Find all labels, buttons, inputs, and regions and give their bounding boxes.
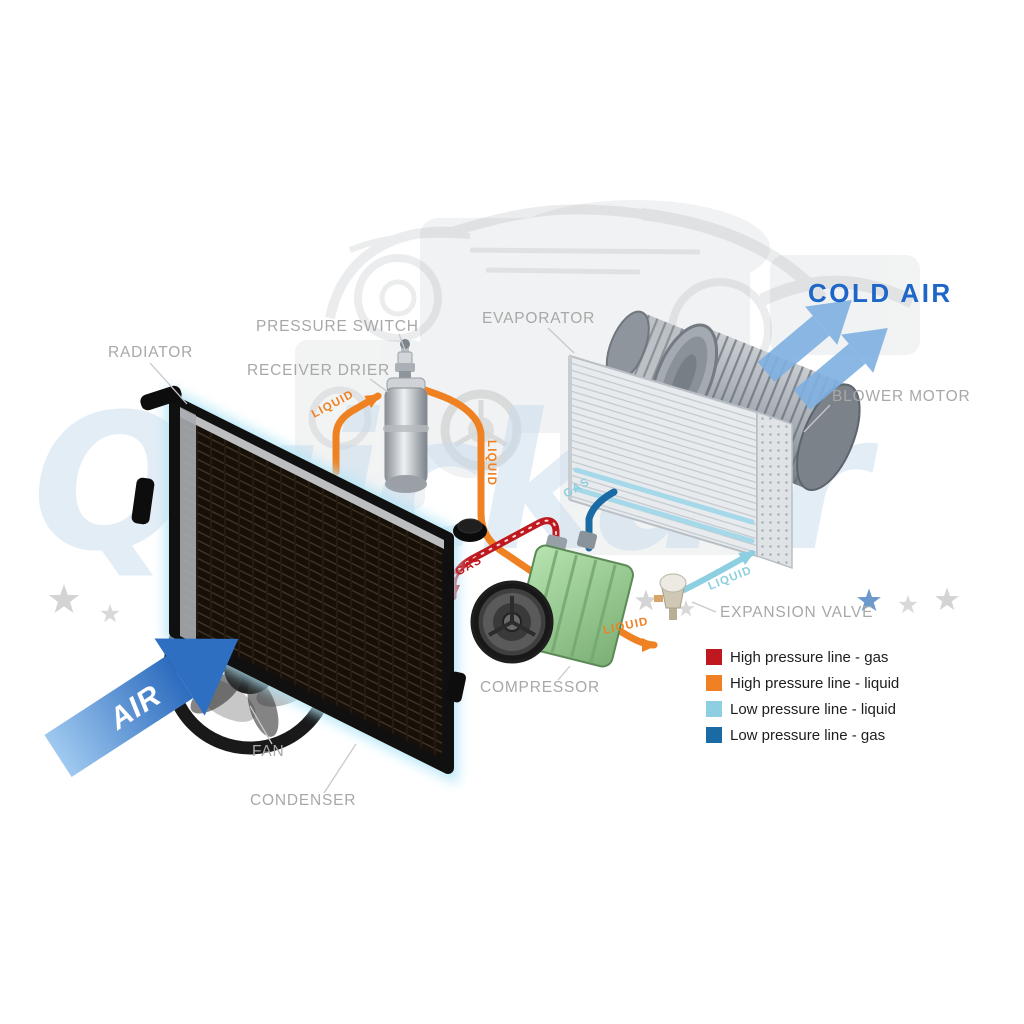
star-icon xyxy=(100,604,120,623)
mounting-bracket xyxy=(445,671,467,703)
legend-label-high-gas: High pressure line - gas xyxy=(730,649,888,666)
leader-lines xyxy=(149,327,831,794)
label-evaporator: EVAPORATOR xyxy=(482,310,595,327)
label-receiver-drier: RECEIVER DRIER xyxy=(247,362,390,379)
air-intake-arrow: AIR xyxy=(44,638,239,777)
cold-air-arrows xyxy=(757,300,888,410)
evaporator xyxy=(568,354,793,570)
label-radiator: RADIATOR xyxy=(108,344,193,361)
part-labels: RADIATOR PRESSURE SWITCH RECEIVER DRIER … xyxy=(108,310,971,809)
blower-motor xyxy=(605,310,861,491)
expansion-valve xyxy=(654,573,687,620)
low-pressure-liquid-line xyxy=(681,550,756,593)
mounting-bracket xyxy=(140,385,182,411)
label-fan: FAN xyxy=(252,743,285,760)
label-expansion-valve: EXPANSION VALVE xyxy=(720,604,873,621)
label-compressor: COMPRESSOR xyxy=(480,679,600,696)
label-condenser: CONDENSER xyxy=(250,792,356,809)
legend-swatch-high-liquid xyxy=(706,675,722,691)
arrow-up-right-icon xyxy=(757,300,852,382)
cold-air-label: COLD AIR xyxy=(808,278,953,308)
high-pressure-liquid-line xyxy=(408,382,658,652)
star-icon xyxy=(898,595,918,614)
compressor xyxy=(470,530,634,668)
label-pressure-switch: PRESSURE SWITCH xyxy=(256,318,419,335)
label-blower-motor: BLOWER MOTOR xyxy=(832,388,971,405)
condenser-radiator-panel xyxy=(131,385,487,785)
star-icon xyxy=(935,587,959,611)
low-pressure-gas-line xyxy=(585,488,618,552)
legend-label-low-liquid: Low pressure line - liquid xyxy=(730,701,896,718)
pipe-label-liquid: LIQUID xyxy=(485,440,497,486)
legend: High pressure line - gas High pressure l… xyxy=(706,649,899,744)
legend-label-high-liquid: High pressure line - liquid xyxy=(730,675,899,692)
compressor-pulley xyxy=(470,580,554,664)
legend-label-low-gas: Low pressure line - gas xyxy=(730,727,885,744)
legend-swatch-low-liquid xyxy=(706,701,722,717)
high-pressure-liquid-line xyxy=(332,392,382,476)
mounting-bracket xyxy=(131,477,155,525)
legend-swatch-high-gas xyxy=(706,649,722,665)
arrow-up-right-icon xyxy=(793,328,888,410)
legend-swatch-low-gas xyxy=(706,727,722,743)
receiver-drier xyxy=(383,339,429,493)
pressure-switch xyxy=(397,351,413,365)
